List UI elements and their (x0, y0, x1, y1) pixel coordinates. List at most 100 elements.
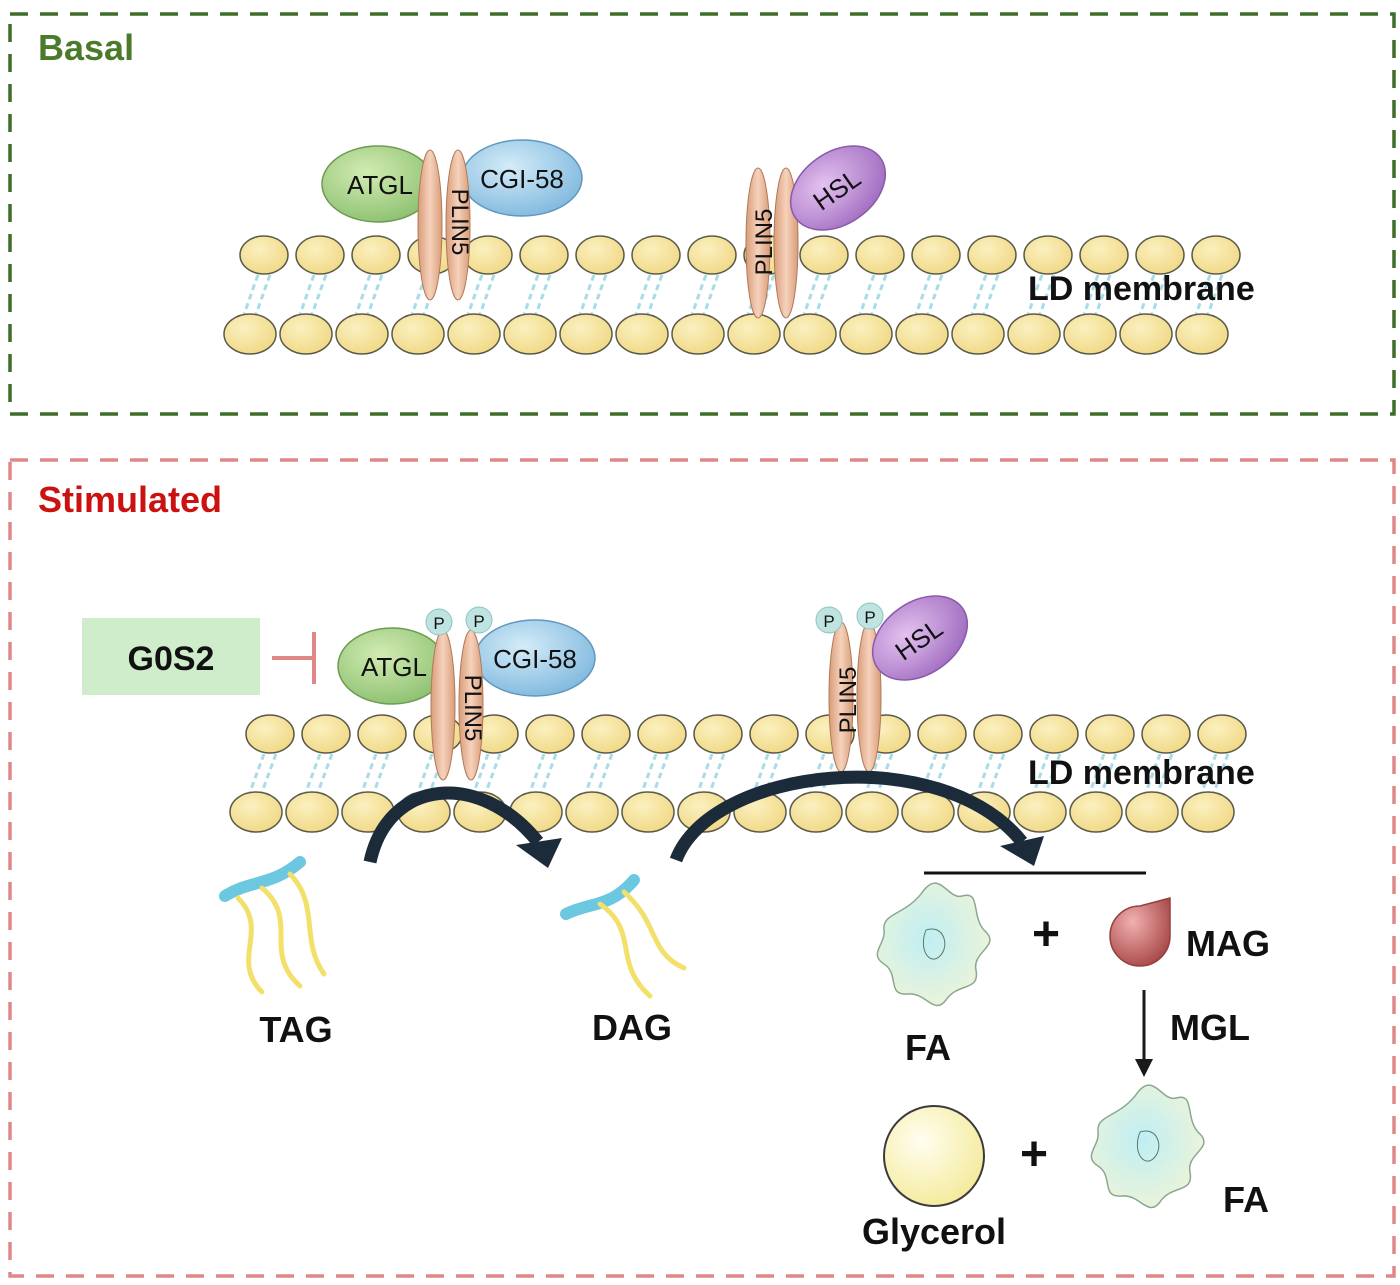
lipid-tail (1206, 274, 1224, 315)
lipid-tail (578, 274, 596, 315)
g0s2-label: G0S2 (128, 640, 215, 678)
plin5-label: PLIN5 (446, 189, 473, 256)
lipid-head (575, 235, 625, 275)
lipid-tail (702, 274, 720, 315)
lipid-head (727, 313, 781, 355)
lipid-tail (1082, 274, 1100, 315)
fa-label: FA (1223, 1179, 1269, 1220)
lipid-head (1079, 235, 1129, 275)
lipid-tail (484, 753, 502, 793)
lipid-tail (982, 274, 1000, 315)
atgl-label: ATGL (347, 170, 413, 200)
lipid-tail (1100, 753, 1118, 793)
hsl-protein (871, 595, 969, 681)
lipid-head (519, 235, 569, 275)
lipid-tail (354, 274, 372, 315)
lipid-tail (360, 753, 378, 793)
lipid-tail (1200, 753, 1218, 793)
lipid-tail (472, 753, 490, 793)
lipid-tail (646, 274, 664, 315)
phospho-group (856, 602, 884, 630)
lipid-tail (478, 274, 496, 315)
lipid-head (1141, 714, 1191, 754)
basal-hsl-complex: PLIN5 HSL (745, 145, 887, 319)
lipid-head (245, 714, 295, 754)
mag-icon (1109, 897, 1171, 967)
mag-label: MAG (1186, 923, 1270, 964)
lipid-head (1175, 313, 1229, 355)
lipid-head (1191, 235, 1241, 275)
lipid-tail (590, 274, 608, 315)
lipid-tail (366, 274, 384, 315)
lipid-tail (242, 274, 260, 315)
lipid-tail (1156, 753, 1174, 793)
lipid-head (895, 313, 949, 355)
lipid-head (967, 235, 1017, 275)
lipid-head (855, 235, 905, 275)
lipid-tail (596, 753, 614, 793)
lipid-head (335, 313, 389, 355)
lipid-tail (1094, 274, 1112, 315)
hsl-protein (789, 145, 887, 231)
lipid-head (845, 791, 899, 833)
dag-to-mag-arrow (669, 770, 1044, 866)
plin5-label: PLIN5 (751, 209, 778, 276)
lipid-head (391, 313, 445, 355)
lipid-head (783, 313, 837, 355)
lipid-tail (1038, 274, 1056, 315)
dag-molecule-icon (560, 874, 687, 999)
lipid-tail (752, 753, 770, 793)
lipid-tail (1138, 274, 1156, 315)
g0s2-inhibitor: G0S2 (82, 618, 316, 695)
basal-lipid-bilayer (223, 235, 1241, 355)
lipid-head (1029, 714, 1079, 754)
basal-membrane-label: LD membrane (1028, 270, 1255, 308)
lipid-head (559, 313, 613, 355)
mgl-label: MGL (1170, 1007, 1250, 1048)
lipid-head (1085, 714, 1135, 754)
lipid-head (615, 313, 669, 355)
lipid-tail (802, 274, 820, 315)
plin5-helix-left (745, 167, 771, 319)
lipid-head (447, 313, 501, 355)
cgi58-label: CGI-58 (493, 644, 577, 674)
lipid-tail (926, 274, 944, 315)
lipid-head (295, 235, 345, 275)
lipid-tail (522, 274, 540, 315)
plin5-helix-right (445, 149, 471, 301)
lipid-head (279, 313, 333, 355)
lipid-head (973, 714, 1023, 754)
lipid-head (637, 714, 687, 754)
lipid-tail (248, 753, 266, 793)
lipid-head (911, 235, 961, 275)
phospho-label: P (433, 614, 444, 633)
lipid-head (223, 313, 277, 355)
lipid-tail (416, 753, 434, 793)
fa-icon (876, 882, 991, 1007)
lipid-tail (976, 753, 994, 793)
lipid-head (1023, 235, 1073, 275)
lipid-tail (814, 274, 832, 315)
lipid-head (687, 235, 737, 275)
lipid-tail (260, 753, 278, 793)
glycerol-icon (883, 1105, 985, 1207)
basal-panel-frame (8, 12, 1396, 416)
lipid-head (799, 235, 849, 275)
lipid-tail (1212, 753, 1230, 793)
lipid-head (301, 714, 351, 754)
plin5-helix-left (417, 149, 443, 301)
lipid-tail (634, 274, 652, 315)
lipid-tail (304, 753, 322, 793)
lipid-tail (1026, 274, 1044, 315)
plin5-label: PLIN5 (835, 667, 862, 734)
tag-molecule-icon (219, 856, 327, 995)
lipid-head (1119, 313, 1173, 355)
phospho-group (465, 606, 493, 634)
lipid-head (1197, 714, 1247, 754)
stim-atgl-complex: ATGL CGI-58 PLIN5 P P (337, 606, 596, 781)
lipid-tail (970, 274, 988, 315)
lipid-head (671, 313, 725, 355)
lipid-head (917, 714, 967, 754)
lipid-tail (764, 753, 782, 793)
lipid-head (749, 714, 799, 754)
